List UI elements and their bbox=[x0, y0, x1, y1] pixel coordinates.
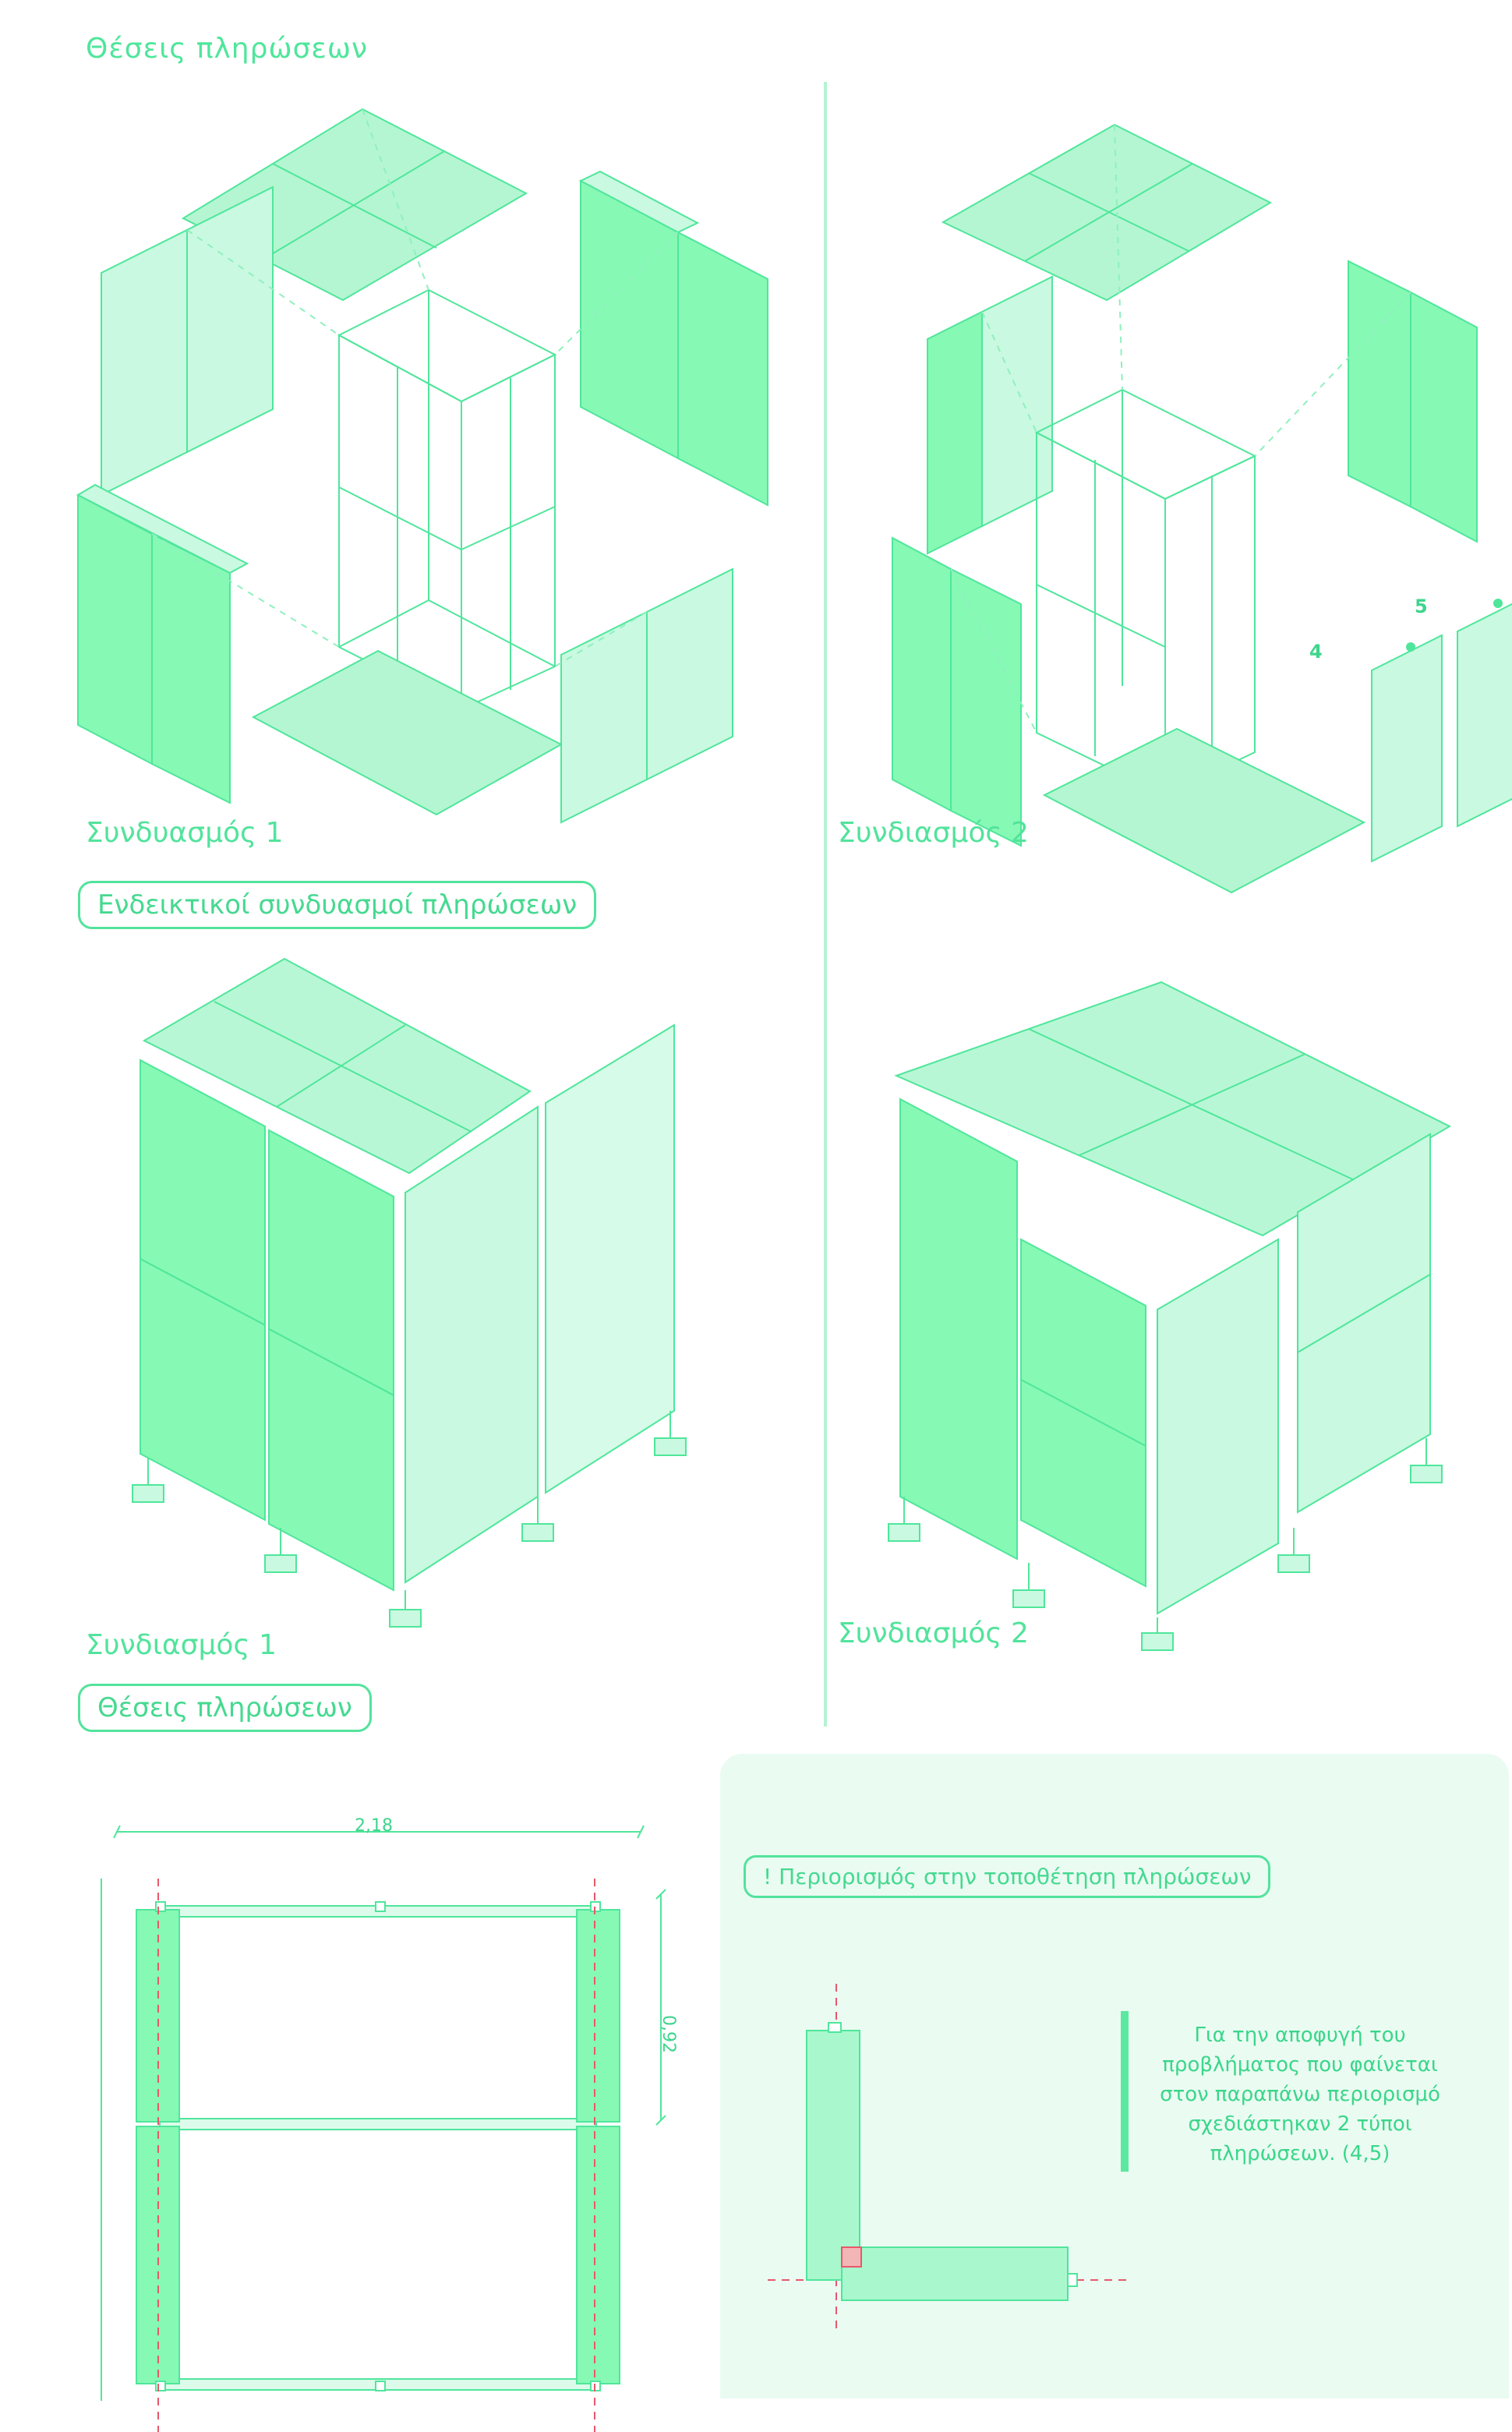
caption-combo-2-exploded: Συνδιασμός 2 bbox=[838, 817, 1029, 849]
exploded-view-combo-1 bbox=[76, 108, 768, 824]
plan-infill-right-bottom bbox=[576, 2126, 620, 2384]
restriction-label: ! Περιορισμός στην τοποθέτηση πληρώσεων bbox=[744, 1855, 1271, 1898]
dimension-width: 2,18 bbox=[355, 1816, 393, 1836]
infill-light-2 bbox=[545, 1023, 675, 1494]
caption-combo-2-assembled: Συνδιασμός 2 bbox=[838, 1617, 1029, 1649]
plan-infill-left-top bbox=[136, 1909, 180, 2123]
plan-drawing bbox=[101, 1825, 666, 2432]
infill-light-1 bbox=[404, 1105, 539, 1584]
wall-panel-left-2 bbox=[186, 186, 274, 454]
marker-type-5: 5 bbox=[1415, 596, 1428, 617]
exploded-view-combo-2 bbox=[892, 123, 1512, 894]
dimension-depth: 0,92 bbox=[659, 2015, 678, 2053]
wall-panel-back-right-1 bbox=[1348, 260, 1411, 508]
conflict-zone bbox=[841, 2246, 862, 2268]
horizontal-infill bbox=[841, 2246, 1069, 2301]
note-accent-bar bbox=[1121, 2011, 1129, 2172]
infill-panel-type-5 bbox=[1457, 603, 1512, 828]
plan-infill-left-bottom bbox=[136, 2126, 180, 2384]
infill-positions-label: Θέσεις πληρώσεων bbox=[78, 1684, 372, 1732]
roof bbox=[142, 957, 532, 1175]
wall-panel-right-2 bbox=[677, 231, 768, 507]
wall-panel-back-right-2 bbox=[1410, 291, 1478, 543]
wall-panel-front-left-1 bbox=[77, 493, 153, 765]
wall-panel-front-left-2 bbox=[950, 567, 1022, 847]
infill-dark-1 bbox=[899, 1098, 1018, 1561]
indicative-combos-label: Ενδεικτικοί συνδυασμοί πληρώσεων bbox=[78, 881, 597, 929]
wall-panel-front-right-1 bbox=[560, 610, 648, 824]
page-title: Θέσεις πληρώσεων bbox=[86, 33, 369, 65]
column-divider bbox=[824, 82, 827, 1727]
frame-top bbox=[1034, 388, 1257, 500]
roof-slab bbox=[941, 123, 1273, 302]
caption-combo-1-exploded: Συνδυασμός 1 bbox=[86, 817, 284, 849]
wall-panel-front-right-2 bbox=[646, 567, 733, 781]
solution-note: Για την αποφυγή του προβλήματος που φαίν… bbox=[1160, 2024, 1440, 2165]
plan-infill-right-top bbox=[576, 1909, 620, 2123]
wall-panel-back-left-2 bbox=[981, 275, 1053, 528]
caption-combo-1-assembled: Συνδιασμός 1 bbox=[86, 1629, 277, 1661]
marker-type-4: 4 bbox=[1309, 641, 1323, 663]
assembled-view-combo-1 bbox=[132, 957, 687, 1628]
wall-panel-front-left-1 bbox=[892, 536, 952, 812]
infill-light-2 bbox=[1297, 1133, 1431, 1514]
floor-slab bbox=[251, 649, 563, 816]
floor-slab bbox=[1042, 727, 1366, 894]
roof bbox=[894, 981, 1452, 1237]
infill-light-1 bbox=[1157, 1238, 1279, 1615]
vertical-infill bbox=[806, 2030, 860, 2281]
frame-top bbox=[337, 288, 557, 403]
wall-panel-back-left-1 bbox=[927, 310, 983, 555]
assembled-view-combo-2 bbox=[888, 981, 1452, 1651]
corner-restriction-diagram bbox=[768, 1984, 1126, 2335]
infill-panel-type-4 bbox=[1371, 634, 1443, 863]
wall-panel-left-1 bbox=[101, 228, 188, 497]
